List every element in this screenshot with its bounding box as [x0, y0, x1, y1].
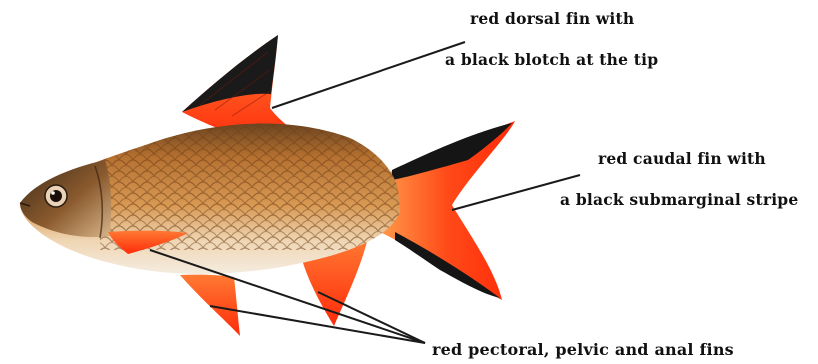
- dorsal-leader-line: [272, 42, 465, 108]
- fins-leader-line-pelvic: [210, 306, 425, 343]
- pelvic-fin: [180, 275, 240, 336]
- dorsal-fin-label-line2: a black blotch at the tip: [445, 50, 658, 69]
- caudal-fin-label-line1: red caudal fin with: [598, 149, 766, 168]
- other-fins-label: red pectoral, pelvic and anal fins: [432, 340, 734, 359]
- dorsal-fin-label-line1: red dorsal fin with: [470, 9, 634, 28]
- caudal-fin: [380, 121, 515, 300]
- caudal-fin-label-line2: a black submarginal stripe: [560, 190, 798, 209]
